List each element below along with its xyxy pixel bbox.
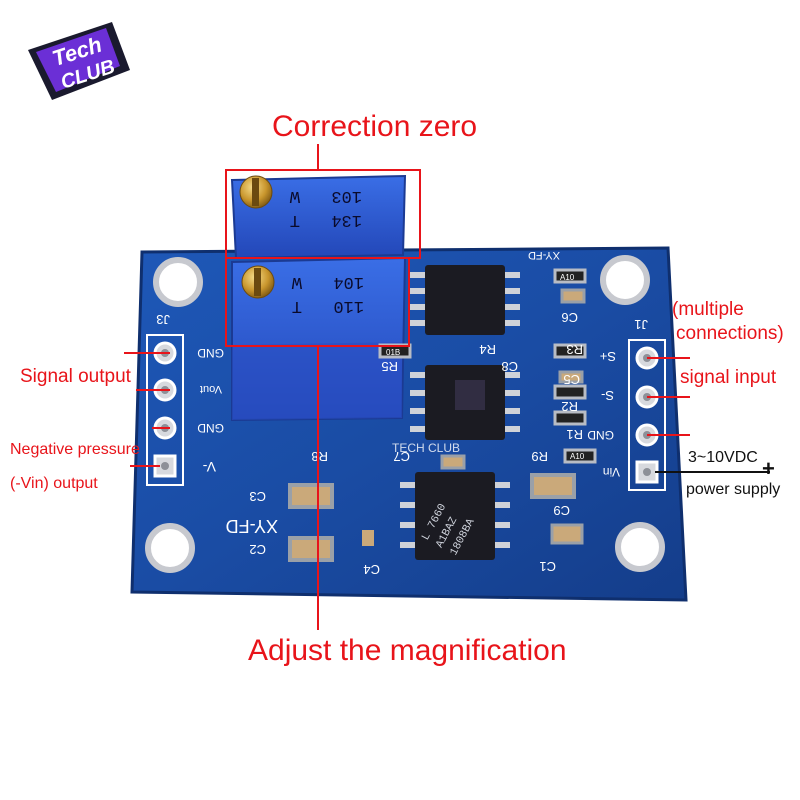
silk-r5: R5 — [381, 359, 398, 374]
silk-right-vin: Vin — [603, 465, 620, 479]
silk-c4: C4 — [363, 562, 380, 577]
mounting-holes — [145, 255, 665, 573]
silk-c6: C6 — [561, 310, 578, 325]
silk-c9: C9 — [553, 503, 570, 518]
silk-c2: C2 — [249, 542, 266, 557]
label-adjust-magnification: Adjust the magnification — [248, 634, 567, 667]
logo-badge: Tech CLUB TECH CLUB — [28, 22, 130, 100]
silk-c7: C7 — [393, 449, 410, 464]
label-correction-zero: Correction zero — [272, 110, 478, 143]
chip-bottom — [400, 472, 510, 560]
pot-top-134: 134 — [331, 210, 362, 229]
silk-right-splus: S+ — [600, 349, 616, 364]
silk-r3: R3 — [566, 342, 583, 357]
silk-c1: C1 — [539, 559, 556, 574]
silk-r2: R2 — [561, 399, 578, 414]
pot-zero — [230, 174, 407, 260]
silk-right-sminus: S- — [601, 388, 614, 403]
silk-code-3: A10 — [570, 452, 585, 461]
silk-xyfd-bottom: XY-FD — [226, 516, 278, 536]
silk-left-gnd-1: GND — [197, 346, 224, 360]
silk-watermark: TECH CLUB — [392, 441, 460, 455]
silk-c3: C3 — [249, 489, 266, 504]
pot-bot-104: 104 — [333, 272, 364, 291]
silk-r1: R1 — [566, 427, 583, 442]
label-plus-sign: + — [762, 456, 775, 481]
label-multiple-connections-1: (multiple — [672, 299, 744, 320]
pot-bot-110: 110 — [333, 296, 364, 315]
pot-top-w: W — [289, 186, 300, 205]
silk-r8: R8 — [311, 449, 328, 464]
chip-middle — [410, 365, 520, 440]
silk-left-gnd-2: GND — [197, 421, 224, 435]
silk-r9: R9 — [531, 449, 548, 464]
label-power-supply: power supply — [686, 481, 781, 498]
pot-top-t: T — [290, 210, 300, 229]
chip-upper — [410, 265, 520, 335]
silk-left-vout: Vout — [200, 383, 222, 395]
silk-right-gnd: GND — [587, 428, 614, 442]
label-negative-pressure: Negative pressure — [10, 441, 140, 458]
silk-code-1: 01B — [386, 348, 400, 357]
pot-markings: 103 W 134 T 104 W 110 T — [289, 186, 364, 315]
label-signal-input: signal input — [680, 367, 777, 388]
silk-j3: J3 — [156, 312, 170, 327]
silk-j1: J1 — [634, 317, 648, 332]
silk-left-vminus: V- — [202, 459, 216, 475]
label-voltage-range: 3~10VDC — [688, 449, 758, 466]
silk-c5: C5 — [563, 372, 580, 387]
pot-bot-t: T — [292, 296, 302, 315]
left-header — [146, 334, 184, 486]
silk-c8: C8 — [501, 359, 518, 374]
silk-xyfd-top: XY-FD — [528, 249, 560, 261]
silk-r4: R4 — [479, 342, 496, 357]
silk-code-2: A10 — [560, 273, 575, 282]
smd-capacitors — [288, 288, 586, 562]
label-vin-output: (-Vin) output — [10, 475, 98, 492]
pot-bot-w: W — [291, 272, 302, 291]
label-multiple-connections-2: connections) — [676, 323, 784, 344]
silkscreen: J3 J1 XY-FD XY-FD C3 C2 C4 C1 C9 C7 C6 C… — [156, 249, 648, 577]
label-signal-output: Signal output — [20, 366, 131, 387]
pot-top-103: 103 — [331, 186, 362, 205]
annotation-lines — [124, 144, 690, 630]
